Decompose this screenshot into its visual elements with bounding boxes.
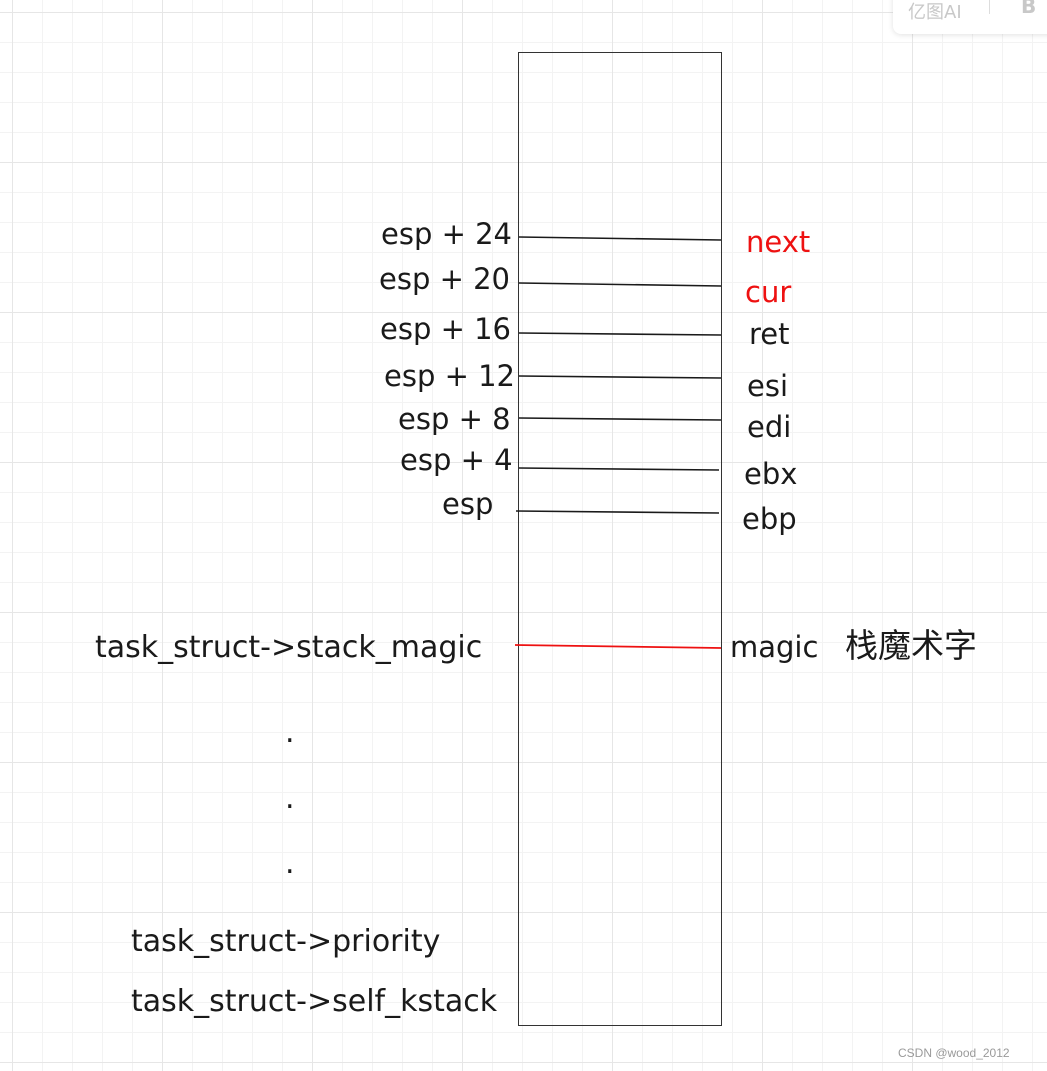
app-badge-separator — [989, 0, 990, 14]
magic-label: magic — [730, 630, 819, 664]
ellipsis-dot-3: . — [285, 846, 295, 881]
offset-label-esp-24: esp + 24 — [381, 217, 512, 251]
offset-label-esp-16: esp + 16 — [380, 312, 511, 346]
stack-line-esp-4 — [518, 467, 720, 471]
offset-label-esp-12: esp + 12 — [384, 359, 515, 393]
register-label-cur: cur — [745, 275, 792, 309]
stack-line-esp — [515, 510, 720, 514]
self-kstack-field-label: task_struct->self_kstack — [131, 984, 498, 1019]
stack-line-esp-20 — [518, 282, 722, 287]
offset-label-esp-4: esp + 4 — [400, 443, 513, 477]
register-label-esi: esi — [747, 369, 789, 403]
stack-line-magic — [514, 644, 722, 649]
register-label-ret: ret — [749, 317, 790, 351]
app-badge-letter-icon[interactable]: B — [1021, 0, 1037, 18]
watermark: CSDN @wood_2012 — [898, 1046, 1010, 1060]
app-badge[interactable]: 亿图AI B — [893, 0, 1047, 34]
register-label-next: next — [746, 225, 811, 259]
offset-label-esp: esp — [442, 487, 494, 521]
stack-magic-cjk-label: 栈魔术字 — [845, 626, 977, 665]
kernel-stack-box — [518, 52, 722, 1026]
stack-line-esp-24 — [518, 236, 722, 241]
offset-label-esp-8: esp + 8 — [398, 402, 511, 436]
ellipsis-dot-2: . — [285, 781, 295, 816]
stack-magic-field-label: task_struct->stack_magic — [95, 630, 483, 665]
ellipsis-dot-1: . — [285, 715, 295, 750]
register-label-ebx: ebx — [744, 457, 798, 491]
register-label-edi: edi — [747, 410, 792, 444]
stack-line-esp-16 — [518, 332, 722, 336]
priority-field-label: task_struct->priority — [131, 924, 441, 959]
stack-line-esp-8 — [518, 417, 722, 421]
register-label-ebp: ebp — [742, 502, 797, 536]
app-badge-name: 亿图AI — [908, 2, 962, 23]
offset-label-esp-20: esp + 20 — [379, 262, 510, 296]
stack-line-esp-12 — [518, 375, 722, 379]
